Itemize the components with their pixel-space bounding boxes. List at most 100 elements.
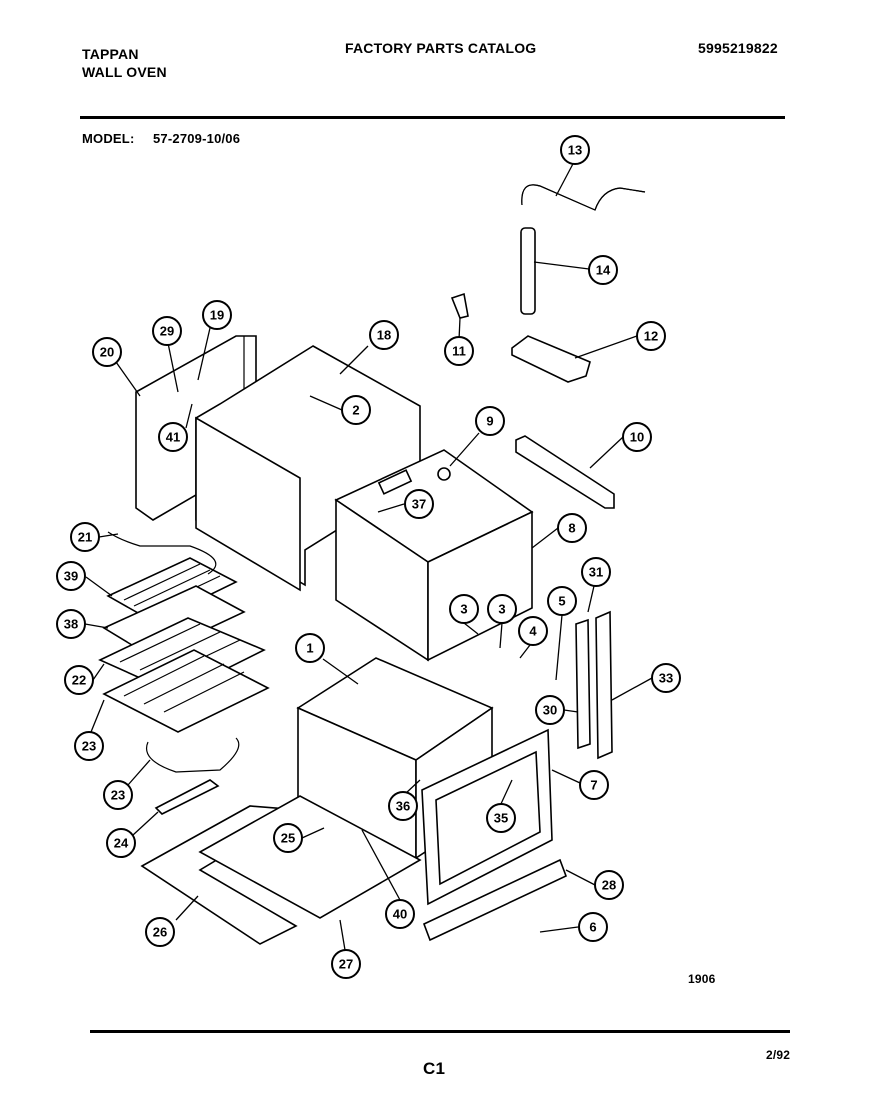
callout-35: 35 bbox=[486, 803, 516, 833]
callout-23-upper: 22 bbox=[64, 665, 94, 695]
part-floor-28 bbox=[198, 795, 422, 919]
header-rule bbox=[80, 116, 785, 119]
callout-21: 20 bbox=[92, 337, 122, 367]
callout-41: 41 bbox=[158, 422, 188, 452]
svg-text:23: 23 bbox=[111, 788, 125, 803]
svg-text:18: 18 bbox=[377, 328, 391, 343]
callout-30: 29 bbox=[152, 316, 182, 346]
callout-1: 1 bbox=[295, 633, 325, 663]
svg-text:5: 5 bbox=[558, 594, 565, 609]
callout-14: 13 bbox=[560, 135, 590, 165]
figure-number: 1906 bbox=[688, 972, 716, 986]
callout-25: 24 bbox=[106, 828, 136, 858]
callout-36: 37 bbox=[404, 489, 434, 519]
part-oven-rack-lower bbox=[102, 649, 270, 733]
svg-text:27: 27 bbox=[339, 957, 353, 972]
callout-19: 18 bbox=[369, 320, 399, 350]
svg-text:36: 36 bbox=[396, 799, 410, 814]
leader-lines bbox=[84, 159, 653, 951]
svg-text:13: 13 bbox=[568, 143, 582, 158]
callout-26: 25 bbox=[273, 823, 303, 853]
svg-text:24: 24 bbox=[114, 836, 129, 851]
svg-text:7: 7 bbox=[590, 778, 597, 793]
svg-text:3: 3 bbox=[460, 602, 467, 617]
svg-text:28: 28 bbox=[602, 878, 616, 893]
svg-text:2: 2 bbox=[352, 403, 359, 418]
callout-23-lower: 23 bbox=[74, 731, 104, 761]
svg-text:4: 4 bbox=[529, 624, 537, 639]
svg-text:40: 40 bbox=[393, 907, 407, 922]
svg-text:31: 31 bbox=[589, 565, 603, 580]
svg-text:1: 1 bbox=[306, 641, 313, 656]
callout-24: 23 bbox=[103, 780, 133, 810]
part-tube bbox=[520, 227, 536, 315]
callout-37: 36 bbox=[388, 791, 418, 821]
svg-text:14: 14 bbox=[596, 263, 611, 278]
callout-32: 31 bbox=[581, 557, 611, 587]
callout-11: 10 bbox=[622, 422, 652, 452]
svg-text:9: 9 bbox=[486, 414, 493, 429]
callout-13: 11 bbox=[444, 336, 474, 366]
svg-text:22: 22 bbox=[72, 673, 86, 688]
callout-8: 7 bbox=[579, 770, 609, 800]
callout-38: 38 bbox=[56, 609, 86, 639]
part-strip-31 bbox=[575, 618, 591, 750]
callout-40: 40 bbox=[385, 899, 415, 929]
svg-text:23: 23 bbox=[82, 739, 96, 754]
part-bracket-12 bbox=[511, 335, 591, 383]
part-bottom-panel bbox=[140, 805, 303, 945]
callout-33: 33 bbox=[651, 663, 681, 693]
catalog-date: 2/92 bbox=[766, 1048, 791, 1062]
page-number: C1 bbox=[423, 1059, 446, 1078]
svg-text:12: 12 bbox=[644, 329, 658, 344]
part-bracket-25 bbox=[154, 779, 220, 815]
brand-label: TAPPAN bbox=[82, 46, 139, 62]
callout-12: 12 bbox=[636, 321, 666, 351]
callout-7: 6 bbox=[578, 912, 608, 942]
callout-5: 4 bbox=[518, 616, 548, 646]
catalog-number: 5995219822 bbox=[698, 40, 778, 56]
svg-text:25: 25 bbox=[281, 831, 295, 846]
svg-text:20: 20 bbox=[100, 345, 114, 360]
callout-4: 3 bbox=[487, 594, 517, 624]
part-broil-element bbox=[107, 531, 217, 575]
product-label: WALL OVEN bbox=[82, 64, 167, 80]
svg-text:29: 29 bbox=[160, 324, 174, 339]
svg-text:38: 38 bbox=[64, 617, 78, 632]
part-trim-29 bbox=[422, 858, 568, 942]
callout-39: 39 bbox=[56, 561, 86, 591]
svg-text:26: 26 bbox=[153, 925, 167, 940]
callout-6: 5 bbox=[547, 586, 577, 616]
svg-text:19: 19 bbox=[210, 308, 224, 323]
svg-text:8: 8 bbox=[568, 521, 575, 536]
svg-text:37: 37 bbox=[412, 497, 426, 512]
callout-2: 2 bbox=[341, 395, 371, 425]
svg-text:30: 30 bbox=[543, 703, 557, 718]
model-number: 57-2709-10/06 bbox=[153, 131, 241, 146]
svg-text:39: 39 bbox=[64, 569, 78, 584]
callout-22: 21 bbox=[70, 522, 100, 552]
model-label: MODEL: bbox=[82, 131, 135, 146]
callout-18: 14 bbox=[588, 255, 618, 285]
svg-text:33: 33 bbox=[659, 671, 673, 686]
callout-27: 26 bbox=[145, 917, 175, 947]
part-bake-element bbox=[146, 737, 240, 773]
svg-text:10: 10 bbox=[630, 430, 644, 445]
callout-29: 28 bbox=[594, 870, 624, 900]
callout-28: 27 bbox=[331, 949, 361, 979]
catalog-title: FACTORY PARTS CATALOG bbox=[345, 40, 537, 56]
callout-10: 9 bbox=[475, 406, 505, 436]
svg-text:11: 11 bbox=[452, 344, 466, 359]
svg-text:3: 3 bbox=[498, 602, 505, 617]
callout-31: 30 bbox=[535, 695, 565, 725]
svg-text:41: 41 bbox=[166, 430, 180, 445]
part-clip-13 bbox=[450, 292, 469, 319]
part-rail-11 bbox=[515, 435, 615, 509]
svg-text:35: 35 bbox=[494, 811, 508, 826]
footer-rule bbox=[90, 1030, 790, 1033]
callout-20: 19 bbox=[202, 300, 232, 330]
svg-text:21: 21 bbox=[78, 530, 92, 545]
callout-3: 3 bbox=[449, 594, 479, 624]
callout-9: 8 bbox=[557, 513, 587, 543]
